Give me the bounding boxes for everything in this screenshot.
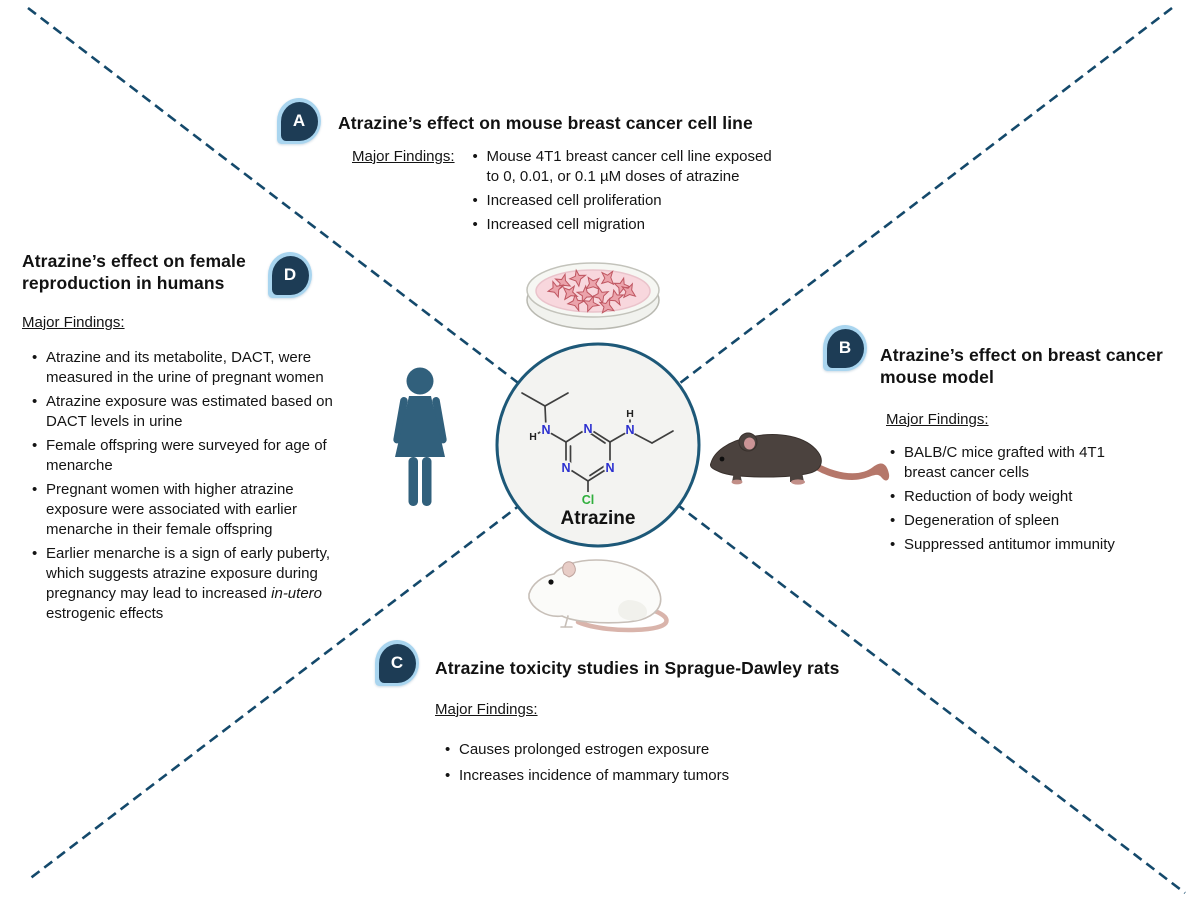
- section-a-findings-list: Mouse 4T1 breast cancer cell line expose…: [471, 147, 785, 239]
- badge-c-letter: C: [378, 643, 416, 683]
- finding-item: Suppressed antitumor immunity: [888, 535, 1124, 555]
- mouse-icon: [706, 414, 896, 494]
- finding-item: Atrazine and its metabolite, DACT, were …: [30, 348, 336, 388]
- atom-n-amine-left: N: [541, 423, 550, 437]
- finding-item: BALB/C mice grafted with 4T1 breast canc…: [888, 443, 1124, 483]
- section-d: Atrazine’s effect on female reproduction…: [22, 250, 354, 628]
- section-c-title: Atrazine toxicity studies in Sprague-Daw…: [435, 658, 840, 678]
- section-d-title: Atrazine’s effect on female reproduction…: [22, 251, 246, 293]
- atom-n-top: N: [583, 422, 592, 436]
- atom-cl: Cl: [582, 493, 595, 507]
- badge-a-letter: A: [280, 101, 318, 141]
- atom-h-amine-right: H: [626, 408, 634, 420]
- badge-d-letter: D: [271, 255, 309, 295]
- section-a-findings-label: Major Findings:: [352, 148, 455, 165]
- atom-h-amine-left: H: [529, 431, 537, 443]
- section-b-findings-list: BALB/C mice grafted with 4T1 breast canc…: [888, 443, 1124, 555]
- finding-item: Degeneration of spleen: [888, 511, 1124, 531]
- section-c-findings-list: Causes prolonged estrogen exposureIncrea…: [443, 740, 873, 786]
- badge-a: A: [277, 98, 321, 144]
- section-d-findings-list: Atrazine and its metabolite, DACT, were …: [30, 348, 336, 624]
- finding-item: Female offspring were surveyed for age o…: [30, 436, 336, 476]
- finding-item: Pregnant women with higher atrazine expo…: [30, 480, 336, 540]
- section-c: Atrazine toxicity studies in Sprague-Daw…: [435, 657, 910, 792]
- molecule-name-label: Atrazine: [560, 508, 636, 529]
- finding-item: Increased cell migration: [471, 215, 785, 235]
- section-b-title: Atrazine’s effect on breast cancer mouse…: [880, 345, 1163, 387]
- section-b-findings-label: Major Findings:: [886, 411, 989, 428]
- finding-item: Atrazine exposure was estimated based on…: [30, 392, 336, 432]
- atom-n-bottom-left: N: [561, 461, 570, 475]
- finding-item: Increases incidence of mammary tumors: [443, 766, 873, 786]
- badge-b: B: [823, 325, 867, 371]
- badge-c: C: [375, 640, 419, 686]
- female-figure-icon: [388, 366, 452, 512]
- finding-item: Increased cell proliferation: [471, 191, 785, 211]
- section-d-findings-label: Major Findings:: [22, 314, 125, 331]
- finding-item: Causes prolonged estrogen exposure: [443, 740, 873, 760]
- section-b: Atrazine’s effect on breast cancer mouse…: [880, 344, 1182, 559]
- section-c-findings-label: Major Findings:: [435, 701, 538, 718]
- atom-n-bottom-right: N: [605, 461, 614, 475]
- center-circle: [495, 342, 701, 548]
- rat-icon: [524, 556, 676, 636]
- atom-n-amine-right: N: [625, 423, 634, 437]
- finding-item: Reduction of body weight: [888, 487, 1124, 507]
- petri-dish-icon: [523, 256, 663, 334]
- badge-d: D: [268, 252, 312, 298]
- badge-b-letter: B: [826, 328, 864, 368]
- section-a: Atrazine’s effect on mouse breast cancer…: [338, 112, 820, 239]
- section-a-title: Atrazine’s effect on mouse breast cancer…: [338, 113, 753, 133]
- finding-item: Earlier menarche is a sign of early pube…: [30, 544, 336, 624]
- finding-item: Mouse 4T1 breast cancer cell line expose…: [471, 147, 785, 187]
